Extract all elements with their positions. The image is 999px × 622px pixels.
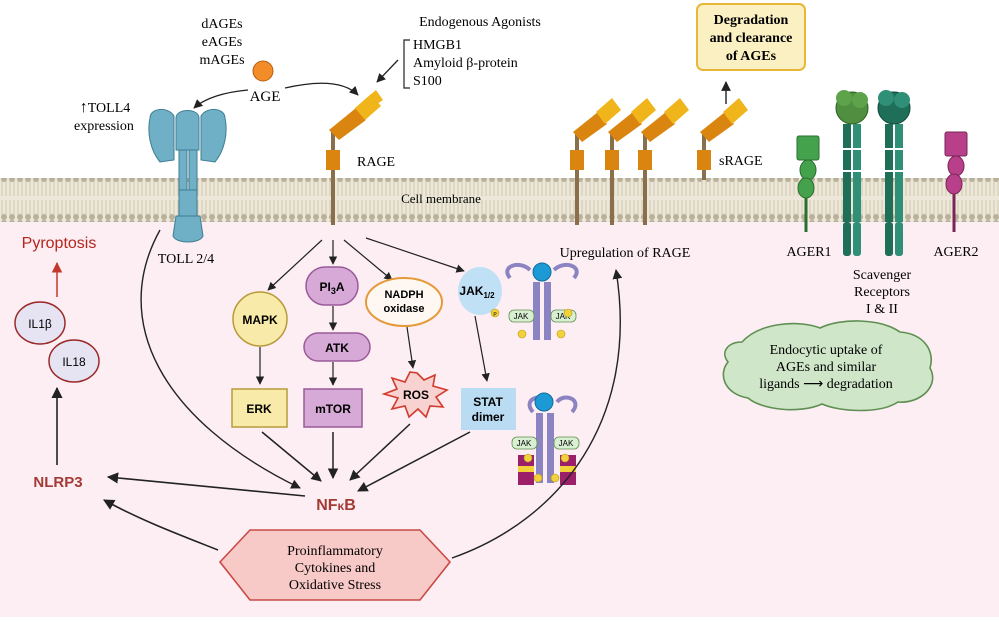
nadph-label-line1: NADPH bbox=[384, 289, 423, 301]
agonists-title: Endogenous Agonists bbox=[419, 15, 541, 30]
arrow-toll-to-nfkb bbox=[140, 229, 301, 489]
stat-label-line1: STAT bbox=[473, 395, 503, 409]
age-type-m: mAGEs bbox=[199, 53, 244, 68]
toll-receptor bbox=[148, 109, 227, 243]
srage-label: sRAGE bbox=[719, 154, 763, 169]
stat-label-line2: dimer bbox=[472, 410, 505, 424]
il18-label: IL18 bbox=[62, 355, 86, 369]
scavenger-label-line1: Scavenger bbox=[853, 268, 912, 283]
mtor-node bbox=[303, 388, 363, 428]
arrow-rage-to-jak bbox=[365, 237, 465, 273]
arrow-ros-to-nfkb bbox=[349, 423, 411, 481]
svg-text:JAK: JAK bbox=[514, 312, 529, 321]
age-label: AGE bbox=[250, 89, 281, 105]
rage-label: RAGE bbox=[357, 155, 395, 170]
agonist-s100: S100 bbox=[413, 74, 442, 89]
rage-receptor-upregulated-1 bbox=[570, 98, 621, 225]
toll-receptor-label: TOLL 2/4 bbox=[158, 252, 214, 267]
pyroptosis-label: Pyroptosis bbox=[22, 235, 97, 252]
phospho-label: P bbox=[493, 312, 497, 318]
scavenger-label-line2: Receptors bbox=[854, 285, 910, 300]
arrow-age-to-rage bbox=[284, 82, 359, 96]
age-type-d: dAGEs bbox=[201, 17, 242, 32]
ager2-label: AGER2 bbox=[933, 245, 978, 260]
mapk-label: MAPK bbox=[242, 313, 278, 327]
arrow-rage-to-mapk bbox=[267, 239, 323, 291]
scavenger-label-line3: I & II bbox=[866, 302, 898, 317]
agonist-hmgb1: HMGB1 bbox=[413, 38, 462, 53]
ros-label: ROS bbox=[403, 388, 429, 402]
arrow-cytokines-to-nlrp3 bbox=[103, 499, 219, 551]
rage-receptor-main bbox=[326, 90, 383, 225]
age-molecule bbox=[252, 60, 274, 82]
nfkb-label: NFκB bbox=[316, 497, 356, 514]
svg-text:JAK: JAK bbox=[559, 439, 574, 448]
nadph-oxidase-node bbox=[365, 277, 443, 327]
arrow-stat-to-nfkb bbox=[357, 431, 471, 492]
mapk-node bbox=[232, 291, 288, 347]
arrow-rage-to-nadph bbox=[343, 239, 393, 281]
pi3a-label: PI3A bbox=[319, 280, 344, 296]
agonist-amyloid: Amyloid β-protein bbox=[413, 56, 518, 71]
ager2-receptor bbox=[944, 131, 968, 232]
erk-node bbox=[231, 388, 288, 428]
svg-text:JAK: JAK bbox=[517, 439, 532, 448]
scavenger-receptor-ii bbox=[877, 90, 911, 256]
toll4-expression-label: ↑TOLL4 bbox=[80, 99, 131, 116]
svg-text:JAK: JAK bbox=[556, 312, 571, 321]
jak12-node bbox=[458, 267, 502, 315]
nadph-label-line2: oxidase bbox=[384, 303, 425, 315]
atk-node bbox=[303, 332, 371, 362]
mtor-label: mTOR bbox=[315, 402, 351, 416]
endocytic-line3: ligands ⟶ degradation bbox=[759, 375, 893, 392]
arrow-jak-to-stat bbox=[474, 315, 490, 382]
degradation-line2: and clearance bbox=[710, 31, 793, 46]
ager1-receptor bbox=[796, 135, 820, 232]
jak-receptor-illustration-top: JAK JAK bbox=[490, 262, 579, 340]
endocytic-line1: Endocytic uptake of bbox=[770, 343, 883, 358]
cell-membrane-label: Cell membrane bbox=[401, 191, 481, 206]
scavenger-receptor-i bbox=[835, 90, 869, 256]
jak12-label: JAK1/2 bbox=[459, 284, 495, 300]
ager1-label: AGER1 bbox=[786, 245, 831, 260]
stat-dimer-node bbox=[461, 388, 516, 430]
il1b-label: IL1β bbox=[28, 317, 52, 331]
erk-label: ERK bbox=[246, 402, 272, 416]
cytokines-node bbox=[218, 529, 452, 601]
rage-receptor-upregulated-2 bbox=[605, 98, 656, 225]
srage-receptor bbox=[697, 98, 748, 180]
nlrp3-label: NLRP3 bbox=[33, 474, 82, 491]
degradation-line1: Degradation bbox=[714, 13, 789, 28]
agonists-bracket bbox=[403, 39, 410, 89]
endocytic-line2: AGEs and similar bbox=[776, 360, 877, 375]
endocytic-uptake-cloud bbox=[722, 320, 934, 412]
arrow-age-to-toll bbox=[193, 89, 249, 109]
degradation-line3: of AGEs bbox=[726, 49, 777, 64]
ros-burst bbox=[381, 371, 449, 419]
cytokines-label-line2: Cytokines and bbox=[295, 561, 376, 576]
jak-receptor-illustration-bottom: JAK JAK bbox=[511, 392, 580, 485]
il18-node bbox=[48, 339, 100, 383]
pi3a-node bbox=[305, 266, 359, 306]
arrow-cytokines-to-upregulation bbox=[451, 269, 623, 559]
cell-membrane bbox=[0, 178, 999, 222]
degradation-box bbox=[696, 3, 806, 71]
atk-label: ATK bbox=[325, 341, 349, 355]
upregulation-label: Upregulation of RAGE bbox=[560, 246, 691, 261]
age-type-e: eAGEs bbox=[202, 35, 242, 50]
arrow-nadph-to-ros bbox=[406, 326, 417, 369]
cytokines-label-line1: Proinflammatory bbox=[287, 544, 383, 559]
arrow-agonists-to-rage bbox=[376, 59, 399, 83]
arrow-erk-to-nfkb bbox=[261, 431, 322, 482]
toll4-expression-word: expression bbox=[74, 119, 134, 134]
arrow-nfkb-to-nlrp3 bbox=[106, 472, 306, 497]
rage-receptor-upregulated-3 bbox=[638, 98, 689, 225]
cytokines-label-line3: Oxidative Stress bbox=[289, 578, 381, 593]
il1b-node bbox=[14, 301, 66, 345]
